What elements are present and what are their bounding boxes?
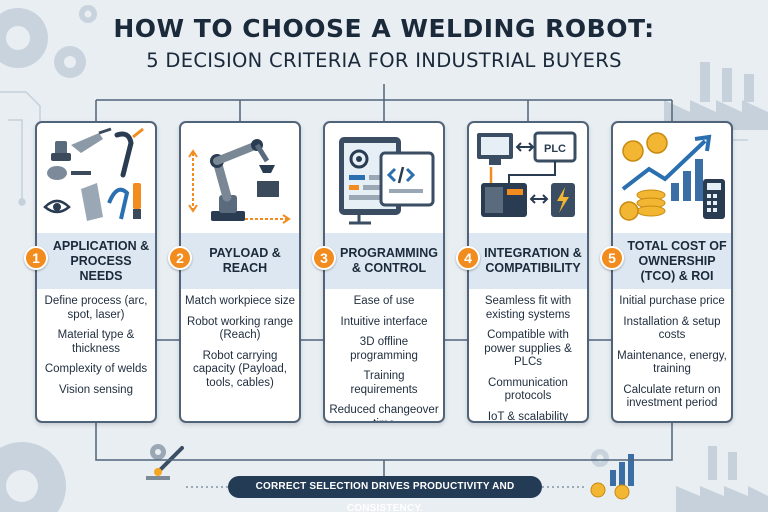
criterion-items: Seamless fit with existing systems Compa…	[473, 295, 583, 423]
plc-label: PLC	[544, 143, 566, 155]
criterion-item: Complexity of welds	[44, 363, 148, 375]
header: HOW TO CHOOSE A WELDING ROBOT: 5 DECISIO…	[0, 14, 768, 72]
programming-screen-icon	[339, 137, 435, 225]
page-subtitle: 5 DECISION CRITERIA FOR INDUSTRIAL BUYER…	[146, 49, 622, 72]
criterion-items: Initial purchase price Installation & se…	[617, 295, 727, 418]
criterion-heading-band: TOTAL COST OF OWNERSHIP (TCO) & ROI	[613, 233, 731, 289]
criterion-heading-band: PAYLOAD & REACH	[181, 233, 299, 289]
criterion-item: Training requirements	[350, 370, 418, 396]
criterion-item: Robot working range (Reach)	[186, 315, 294, 342]
criterion-heading: TOTAL COST OF OWNERSHIP (TCO) & ROI	[627, 238, 727, 283]
criterion-items: Match workpiece size Robot working range…	[185, 295, 295, 397]
criterion-item: Calculate return on investment period	[623, 383, 721, 410]
criterion-heading-band: APPLICATION & PROCESS NEEDS	[37, 233, 155, 289]
criterion-heading: PROGRAMMING & CONTROL	[340, 246, 438, 275]
criterion-heading: INTEGRATION & COMPATIBILITY	[484, 246, 582, 275]
criterion-item: Robot carrying capacity (Payload, tools,…	[193, 349, 287, 389]
cost-growth-icon	[619, 132, 725, 221]
criterion-item: Seamless fit with existing systems	[484, 295, 572, 321]
criterion-heading: APPLICATION & PROCESS NEEDS	[52, 238, 150, 283]
step-number-badge: 1	[24, 246, 48, 270]
criterion-item: Maintenance, energy, training	[617, 349, 727, 376]
step-number-badge: 5	[600, 246, 624, 270]
robot-arm-icon	[188, 139, 291, 224]
criterion-item: 3D offline programming	[350, 336, 418, 362]
criterion-heading-band: PROGRAMMING & CONTROL	[325, 233, 443, 289]
criterion-heading-band: INTEGRATION & COMPATIBILITY	[469, 233, 587, 289]
criterion-card-payload: PAYLOAD & REACH Match workpiece size Rob…	[179, 121, 301, 423]
criterion-item: Reduced changeover time	[329, 404, 439, 421]
criterion-item: Initial purchase price	[619, 295, 725, 307]
criterion-item: Compatible with power supplies & PLCs	[484, 329, 572, 368]
step-number-badge: 4	[456, 246, 480, 270]
criterion-item: Define process (arc, spot, laser)	[44, 295, 148, 321]
criterion-item: Installation & setup costs	[623, 315, 721, 342]
criterion-item: Vision sensing	[59, 383, 133, 396]
criterion-card-tco: TOTAL COST OF OWNERSHIP (TCO) & ROI Init…	[611, 121, 733, 423]
criterion-item: IoT & scalability	[487, 410, 569, 423]
criterion-item: Ease of use	[353, 295, 415, 307]
step-number-badge: 2	[168, 246, 192, 270]
welding-tools-icon	[43, 127, 144, 221]
step-number-badge: 3	[312, 246, 336, 270]
criterion-item: Match workpiece size	[185, 295, 295, 307]
criterion-card-application: APPLICATION & PROCESS NEEDS Define proce…	[35, 121, 157, 423]
criterion-item: Intuitive interface	[340, 315, 428, 328]
criterion-items: Ease of use Intuitive interface 3D offli…	[329, 295, 439, 421]
criterion-card-programming: PROGRAMMING & CONTROL Ease of use Intuit…	[323, 121, 445, 423]
criterion-heading: PAYLOAD & REACH	[209, 246, 281, 275]
criterion-items: Define process (arc, spot, laser) Materi…	[41, 295, 151, 404]
plc-integration-icon: PLC	[477, 131, 577, 217]
page-title: HOW TO CHOOSE A WELDING ROBOT:	[113, 14, 655, 43]
criterion-item: Material type & thickness	[57, 329, 135, 355]
criterion-card-integration: PLC INTEGRATION & COMPATIBILITY Seamless…	[467, 121, 589, 423]
criterion-item: Communication protocols	[488, 376, 568, 403]
footer-banner: CORRECT SELECTION DRIVES PRODUCTIVITY AN…	[228, 476, 542, 512]
